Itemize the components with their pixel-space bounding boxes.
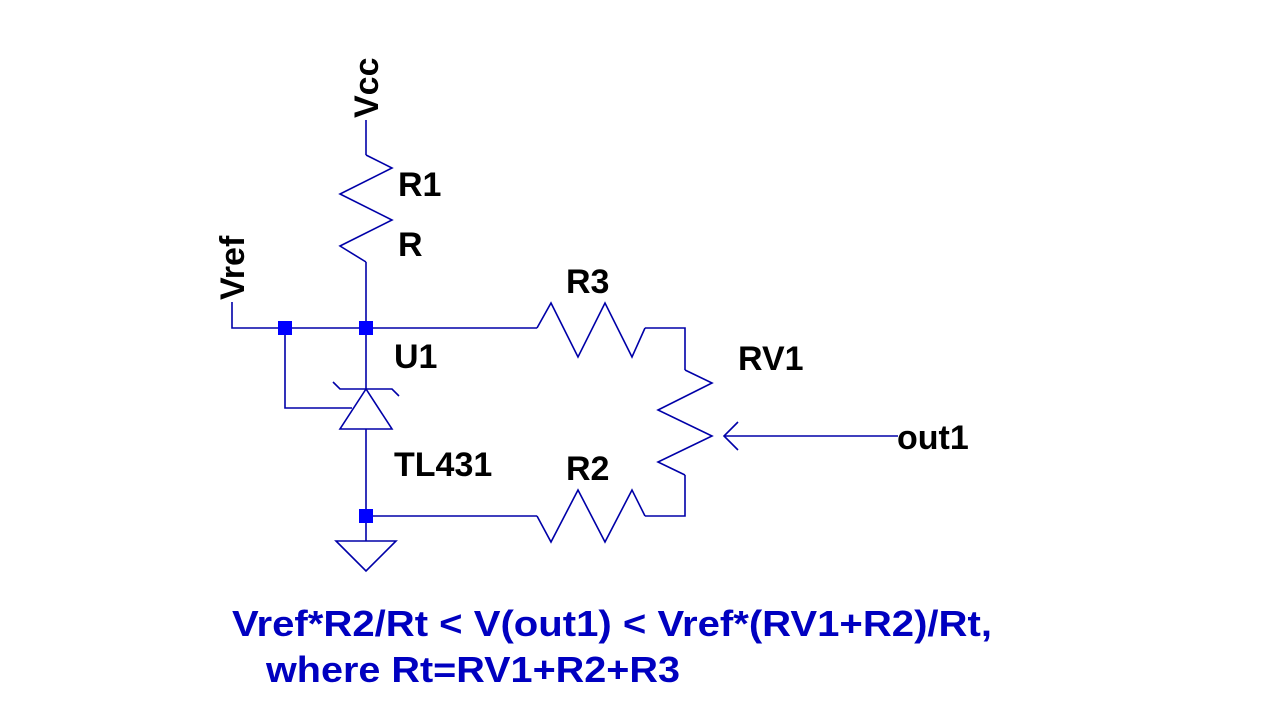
u1-value-label: TL431 [394,446,492,484]
vcc-label: Vcc [348,58,386,119]
formula-note: Vref*R2/Rt < V(out1) < Vref*(RV1+R2)/Rt,… [232,603,992,690]
u1-triangle [338,387,394,430]
vcc-net: Vcc [348,58,386,155]
r3-ref-label: R3 [566,263,609,301]
out1-net: out1 [724,419,969,457]
r3-to-rv1-wire [645,327,686,370]
u1-ref-label: U1 [394,338,437,376]
r2-zigzag [536,488,646,544]
vref-label: Vref [214,235,252,300]
rv1-to-r2-wire [645,475,686,517]
out1-label: out1 [897,419,969,457]
shunt-regulator-u1[interactable]: U1 TL431 [284,328,492,516]
r2-to-ground-wire [365,515,537,541]
resistor-r1[interactable]: R1 R [338,154,441,264]
r2-ref-label: R2 [566,450,609,488]
rv1-ref-label: RV1 [738,340,804,378]
formula-line-2: where Rt=RV1+R2+R3 [265,649,680,690]
ground-icon [334,540,398,573]
vref-net: Vref [214,235,537,329]
r1-zigzag [338,154,394,263]
r3-zigzag [536,301,646,359]
junction-ground [359,509,373,523]
resistor-r3[interactable]: R3 [536,263,646,359]
r1-value-label: R [398,226,423,264]
u1-ref-wire [284,328,352,409]
rv1-zigzag [656,369,714,476]
resistor-r2[interactable]: R2 [536,450,646,544]
r1-ref-label: R1 [398,166,441,204]
formula-line-1: Vref*R2/Rt < V(out1) < Vref*(RV1+R2)/Rt, [232,603,992,644]
junction-vref [278,321,292,335]
vref-wire [231,302,537,329]
junction-r1-node [359,321,373,335]
potentiometer-rv1[interactable]: RV1 [656,340,804,476]
